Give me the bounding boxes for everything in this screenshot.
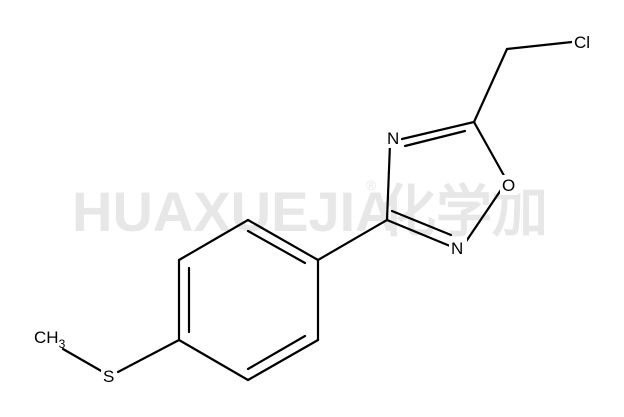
bond-c5-n4-outer [400, 120, 476, 141]
bond-c5-ch2 [472, 47, 509, 124]
bond-ch2-cl [505, 40, 574, 51]
bond-c3-n2-inner [390, 209, 453, 237]
atom-oxygen: O [502, 176, 515, 195]
bond-ar5-ar6 [246, 338, 320, 382]
watermark-registered-mark: ® [366, 177, 377, 193]
bond-c3-n2-outer [385, 218, 452, 248]
atom-nitrogen-bottom: N [451, 239, 463, 258]
watermark: HUAXUEJIA ® 化学加 [72, 177, 548, 245]
bond-ar1-ar2-inner [246, 229, 307, 265]
methyl-subscript: 3 [59, 337, 66, 351]
atom-methyl: CH3 [34, 328, 66, 351]
bond-c5-o1 [472, 120, 509, 183]
bond-s-ch3 [61, 347, 105, 374]
bond-ar2-ar3 [177, 218, 250, 262]
methyl-main-label: CH [34, 328, 59, 347]
watermark-cjk-text: 化学加 [380, 180, 548, 245]
watermark-text: HUAXUEJIA [72, 180, 396, 243]
atom-labels: Cl N O N S CH3 [34, 30, 598, 387]
bond-ar5-ar6-inner [246, 334, 307, 371]
bond-ar1-ar2 [246, 218, 320, 262]
atom-sulfur: S [103, 367, 114, 386]
bond-ar4-ar5 [177, 338, 250, 382]
atom-nitrogen-top: N [387, 129, 399, 148]
atom-chlorine: Cl [574, 33, 590, 52]
bond-ar4-s [116, 338, 181, 374]
bond-c3-phenyl [316, 218, 389, 262]
bond-n4-c3 [385, 142, 392, 222]
bond-c5-n4-inner [403, 129, 467, 148]
